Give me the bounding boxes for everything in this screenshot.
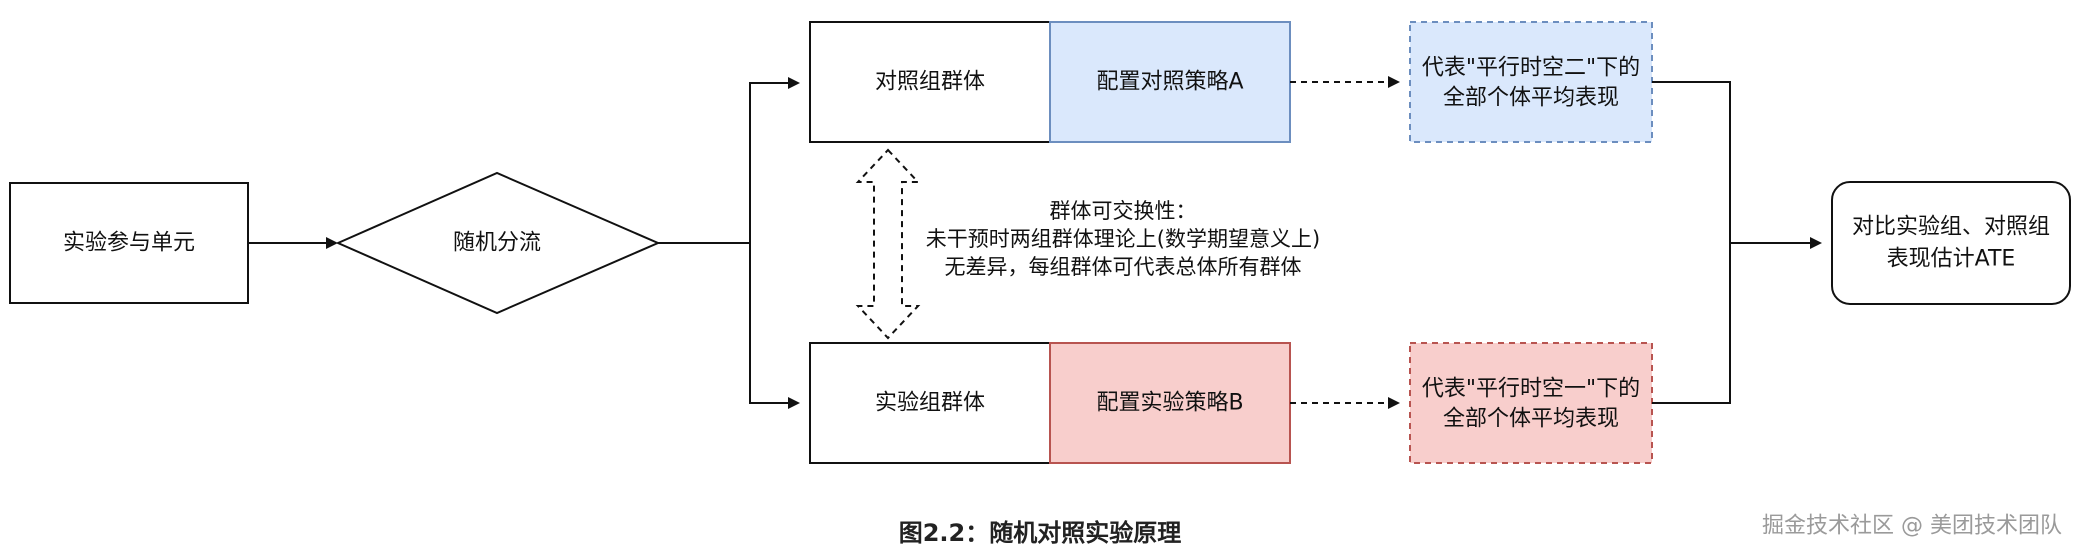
treatment-strategy-label: 配置实验策略B [1096,391,1243,416]
compare-line1: 对比实验组、对照组 [1852,215,2050,240]
control-outcome-line1: 代表"平行时空二"下的 [1422,56,1640,81]
experiment-unit-node: 实验参与单元 [9,182,249,304]
control-strategy-node: 配置对照策略A [1049,21,1291,143]
exchangeability-note: 群体可交换性： 未干预时两组群体理论上(数学期望意义上) 无差异，每组群体可代表… [926,199,1320,279]
compare-line2: 表现估计ATE [1887,247,2016,272]
random-split-label: 随机分流 [453,231,541,256]
treatment-outcome-line2: 全部个体平均表现 [1443,407,1619,432]
treatment-group-label: 实验组群体 [875,391,985,416]
note-line1: 群体可交换性： [1050,199,1197,223]
treatment-group-node: 实验组群体 [809,342,1051,464]
treatment-strategy-node: 配置实验策略B [1049,342,1291,464]
control-strategy-label: 配置对照策略A [1096,70,1243,95]
merge-connector [1652,81,1731,404]
compare-ate-node: 对比实验组、对照组 表现估计ATE [1831,181,2071,305]
control-outcome-node: 代表"平行时空二"下的 全部个体平均表现 [1409,21,1653,143]
control-group-node: 对照组群体 [809,21,1051,143]
note-line3: 无差异，每组群体可代表总体所有群体 [945,255,1302,279]
random-split-node: 随机分流 [335,171,661,315]
figure-caption: 图2.2：随机对照实验原理 [899,519,1182,547]
watermark: 掘金技术社区 @ 美团技术团队 [1762,514,2062,539]
arrow-split-to-control [658,77,800,244]
experiment-unit-label: 实验参与单元 [63,231,195,256]
note-line2: 未干预时两组群体理论上(数学期望意义上) [926,227,1320,251]
arrow-split-to-treatment [749,243,800,409]
control-group-label: 对照组群体 [875,70,985,95]
treatment-outcome-line1: 代表"平行时空一"下的 [1422,377,1640,402]
treatment-outcome-node: 代表"平行时空一"下的 全部个体平均表现 [1409,342,1653,464]
control-outcome-line2: 全部个体平均表现 [1443,86,1619,111]
exchangeability-double-arrow [855,148,921,340]
